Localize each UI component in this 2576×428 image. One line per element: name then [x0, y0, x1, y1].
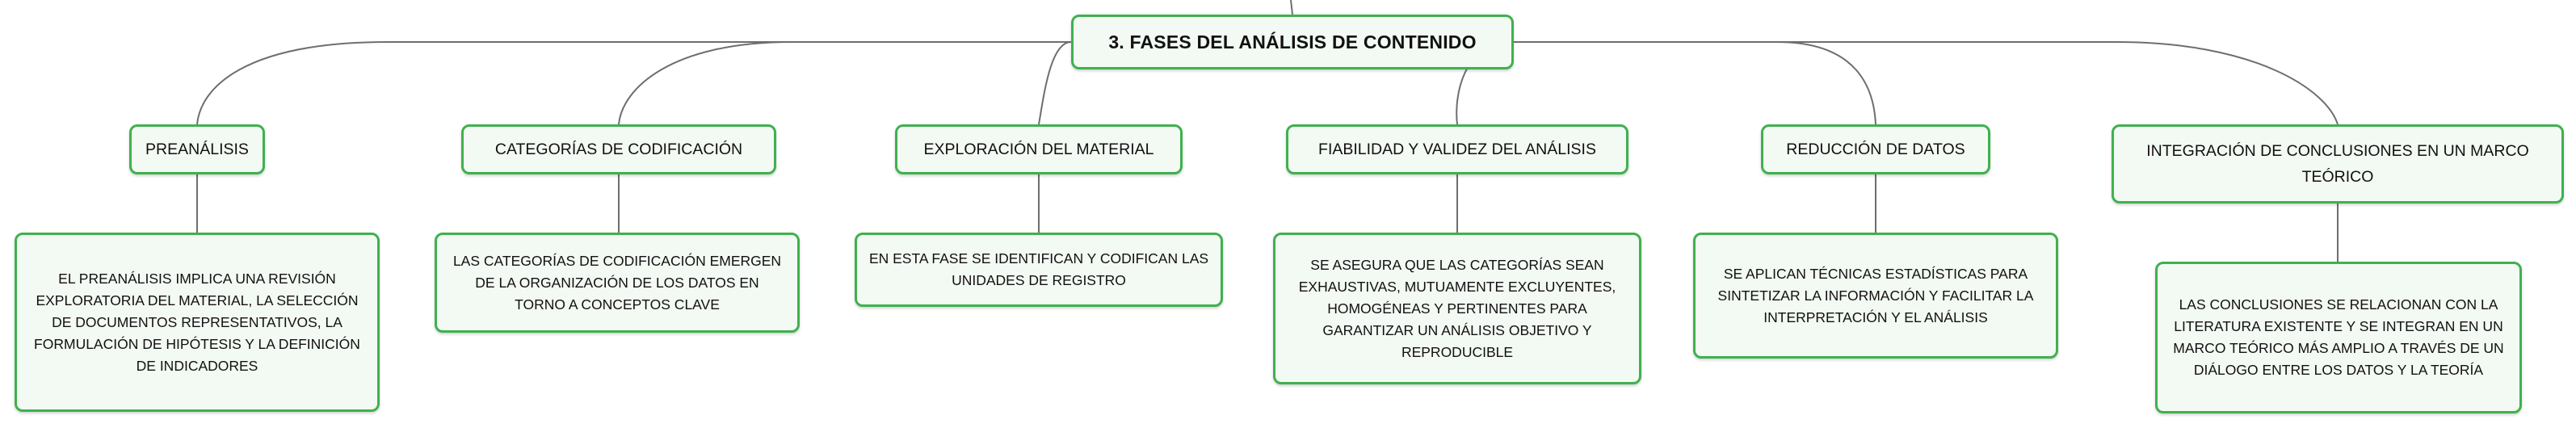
- connector-parent-stub: [1290, 0, 1293, 15]
- phase-description: SE ASEGURA QUE LAS CATEGORÍAS SEAN EXHAU…: [1298, 256, 1616, 360]
- phase-description: EN ESTA FASE SE IDENTIFICAN Y CODIFICAN …: [868, 250, 1209, 288]
- phase-description: SE APLICAN TÉCNICAS ESTADÍSTICAS PARA SI…: [1717, 265, 2034, 325]
- description-node-categorias[interactable]: LAS CATEGORÍAS DE CODIFICACIÓN EMERGEN D…: [435, 233, 800, 333]
- phase-title: CATEGORÍAS DE CODIFICACIÓN: [494, 141, 743, 158]
- root-title: 3. FASES DEL ANÁLISIS DE CONTENIDO: [1108, 31, 1477, 52]
- phase-node-exploracion[interactable]: EXPLORACIÓN DEL MATERIAL: [895, 124, 1183, 174]
- phase-title: PREANÁLISIS: [145, 141, 249, 158]
- description-node-exploracion[interactable]: EN ESTA FASE SE IDENTIFICAN Y CODIFICAN …: [855, 233, 1223, 307]
- connector-root-categorias: [618, 41, 1071, 125]
- description-node-preanalisis[interactable]: EL PREANÁLISIS IMPLICA UNA REVISIÓN EXPL…: [15, 233, 380, 412]
- phase-title: EXPLORACIÓN DEL MATERIAL: [923, 141, 1154, 158]
- connector-root-integracion: [1514, 41, 2339, 125]
- phase-node-fiabilidad[interactable]: FIABILIDAD Y VALIDEZ DEL ANÁLISIS: [1286, 124, 1628, 174]
- phase-title: INTEGRACIÓN DE CONCLUSIONES EN UN MARCO …: [2146, 142, 2529, 186]
- description-node-fiabilidad[interactable]: SE ASEGURA QUE LAS CATEGORÍAS SEAN EXHAU…: [1273, 233, 1641, 384]
- root-node[interactable]: 3. FASES DEL ANÁLISIS DE CONTENIDO: [1071, 15, 1514, 69]
- phase-description: LAS CONCLUSIONES SE RELACIONAN CON LA LI…: [2173, 296, 2504, 378]
- phase-title: REDUCCIÓN DE DATOS: [1786, 141, 1965, 158]
- connector-root-reduccion: [1514, 41, 1876, 125]
- phase-node-categorias[interactable]: CATEGORÍAS DE CODIFICACIÓN: [461, 124, 776, 174]
- connector-root-exploracion: [1038, 41, 1072, 125]
- phase-node-preanalisis[interactable]: PREANÁLISIS: [129, 124, 265, 174]
- phase-description: LAS CATEGORÍAS DE CODIFICACIÓN EMERGEN D…: [452, 252, 782, 313]
- phase-title: FIABILIDAD Y VALIDEZ DEL ANÁLISIS: [1318, 141, 1596, 158]
- description-node-reduccion[interactable]: SE APLICAN TÉCNICAS ESTADÍSTICAS PARA SI…: [1693, 233, 2058, 359]
- phase-description: EL PREANÁLISIS IMPLICA UNA REVISIÓN EXPL…: [34, 270, 360, 374]
- description-node-integracion[interactable]: LAS CONCLUSIONES SE RELACIONAN CON LA LI…: [2155, 262, 2522, 413]
- connector-root-preanalisis: [196, 41, 1071, 125]
- phase-node-integracion[interactable]: INTEGRACIÓN DE CONCLUSIONES EN UN MARCO …: [2112, 124, 2564, 204]
- phase-node-reduccion[interactable]: REDUCCIÓN DE DATOS: [1761, 124, 1990, 174]
